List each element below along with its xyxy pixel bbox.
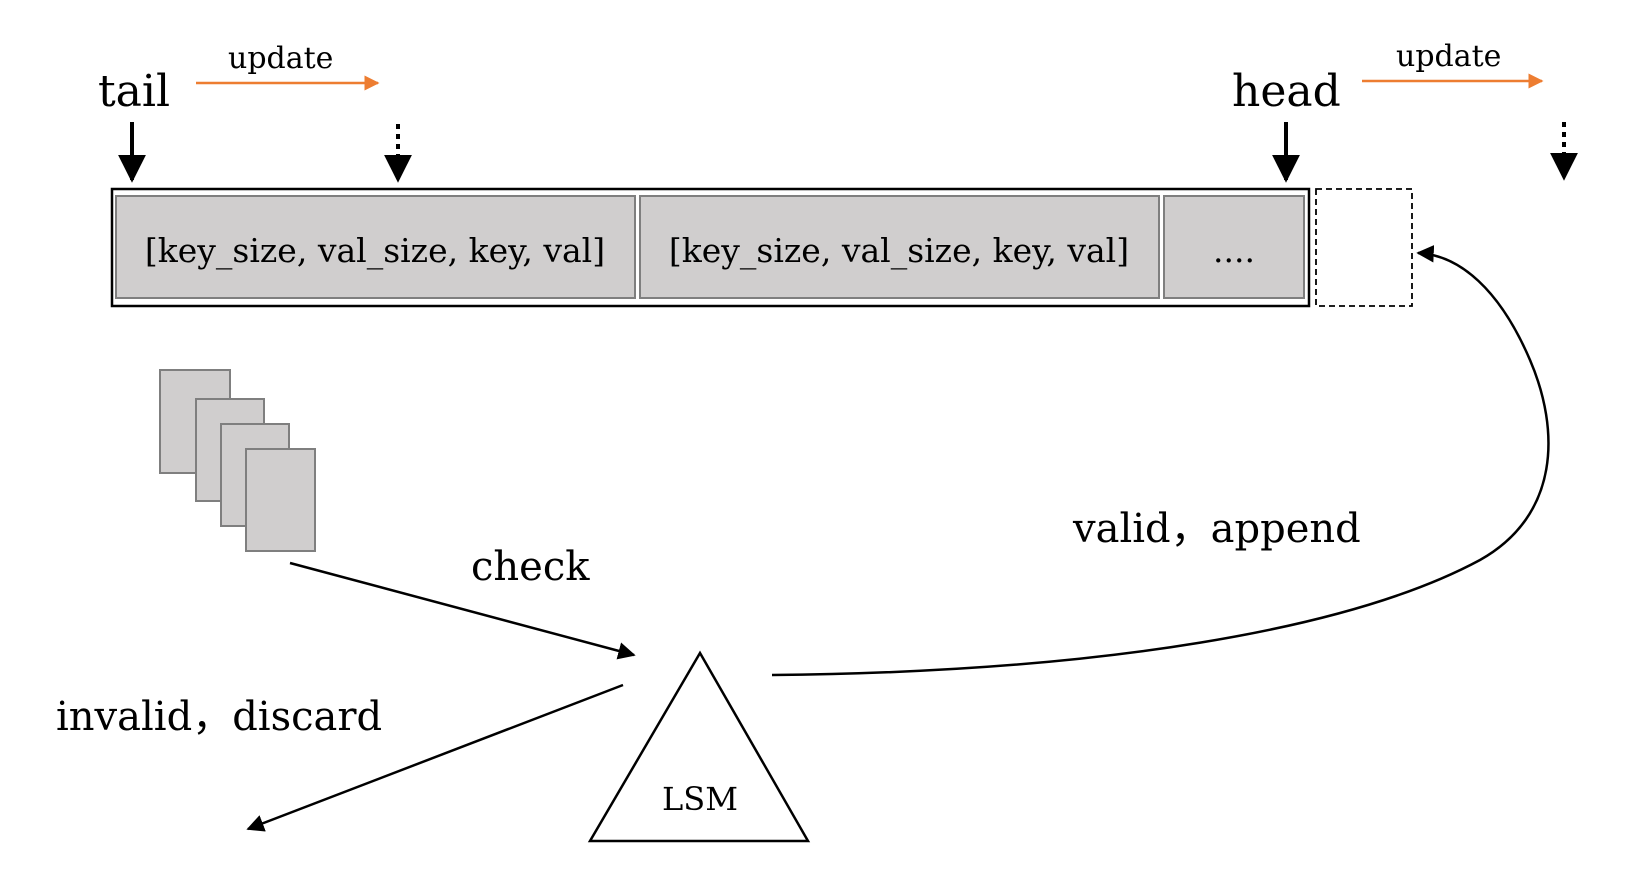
- update-label-right: update: [1396, 39, 1501, 74]
- log-entry-ellipsis: ....: [1163, 195, 1305, 299]
- log-entry: [key_size, val_size, key, val]: [639, 195, 1160, 299]
- lsm-label: LSM: [662, 780, 738, 818]
- sst-page-stack: [159, 369, 316, 552]
- log-entry-text: [key_size, val_size, key, val]: [145, 231, 605, 271]
- check-arrow: [289, 561, 636, 660]
- head-label: head: [1232, 66, 1341, 117]
- tail-label: tail: [98, 66, 170, 117]
- discard-arrow: [246, 683, 624, 832]
- sst-page: [245, 448, 316, 552]
- invalid-discard-label: invalid，discard: [56, 694, 382, 740]
- log-entry-text: [key_size, val_size, key, val]: [669, 231, 1129, 271]
- lsm-tree-triangle: [587, 650, 811, 843]
- update-label-left: update: [228, 41, 333, 76]
- log-entry-text: ....: [1213, 231, 1255, 270]
- check-label: check: [471, 544, 590, 590]
- empty-append-slot: [1315, 188, 1413, 307]
- log-entry: [key_size, val_size, key, val]: [115, 195, 636, 299]
- append-arrow: [771, 245, 1550, 677]
- valid-append-label: valid，append: [1072, 506, 1361, 552]
